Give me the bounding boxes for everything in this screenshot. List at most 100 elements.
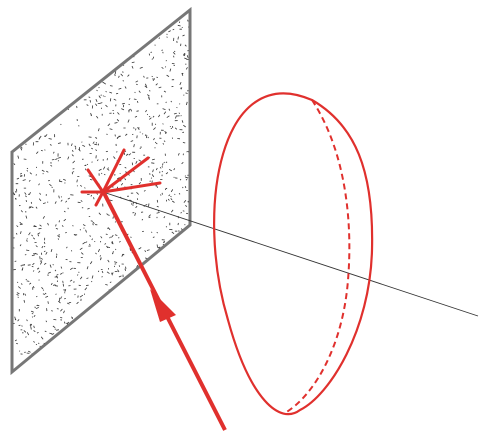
speckle [166, 115, 170, 118]
speckle [149, 18, 153, 21]
speckle [32, 286, 35, 289]
speckle [79, 295, 83, 298]
speckle [85, 241, 88, 243]
speckle [133, 144, 135, 148]
speckle [20, 10, 23, 11]
speckle [136, 310, 140, 313]
speckle [162, 108, 166, 110]
speckle [144, 294, 146, 296]
speckle [116, 119, 120, 122]
speckle [124, 308, 127, 310]
speckle [14, 316, 16, 320]
speckle [33, 40, 35, 42]
speckle [60, 296, 63, 298]
speckle [166, 36, 168, 38]
speckle [37, 232, 41, 235]
speckle [164, 188, 167, 191]
speckle [26, 249, 30, 251]
speckle [63, 210, 66, 213]
speckle [152, 78, 154, 81]
speckle [156, 329, 159, 332]
speckle [23, 330, 27, 333]
speckle [25, 195, 27, 198]
speckle [62, 283, 64, 287]
speckle [31, 234, 33, 237]
speckle [92, 221, 95, 224]
speckle [78, 148, 81, 152]
speckle [159, 167, 162, 169]
speckle [147, 136, 149, 139]
speckle [19, 13, 22, 16]
speckle [62, 83, 65, 86]
speckle [26, 239, 28, 242]
speckle [12, 33, 14, 36]
speckle [89, 261, 93, 265]
speckle [45, 13, 48, 16]
speckle [23, 299, 25, 303]
speckle [110, 335, 113, 338]
speckle [124, 166, 127, 169]
speckle [142, 29, 144, 32]
speckle [135, 160, 138, 164]
speckle [138, 127, 140, 129]
speckle [86, 266, 89, 270]
speckle [35, 245, 38, 248]
speckle [28, 83, 31, 86]
speckle [151, 58, 154, 60]
speckle [9, 31, 11, 33]
speckle [164, 348, 167, 351]
speckle [134, 46, 137, 49]
speckle [167, 334, 171, 337]
speckle [97, 22, 100, 25]
speckle [158, 86, 162, 89]
speckle [26, 363, 28, 366]
speckle [56, 273, 59, 276]
speckle [155, 142, 158, 145]
speckle [128, 348, 131, 350]
speckle [191, 83, 193, 85]
speckle [143, 75, 145, 78]
speckle [158, 288, 161, 292]
speckle [49, 38, 53, 41]
speckle [85, 229, 87, 233]
speckle [52, 325, 56, 329]
speckle [88, 27, 92, 29]
speckle [175, 115, 177, 119]
speckle [105, 150, 109, 153]
speckle [172, 266, 176, 268]
speckle [136, 110, 139, 112]
speckle [185, 67, 188, 70]
speckle [94, 143, 98, 146]
speckle [51, 333, 55, 336]
speckle [169, 68, 172, 72]
speckle [41, 60, 43, 62]
speckle [67, 50, 69, 54]
speckle [107, 227, 109, 230]
speckle [64, 321, 66, 324]
speckle [135, 297, 138, 300]
speckle [26, 238, 28, 240]
speckle [134, 212, 136, 216]
speckle [106, 361, 109, 363]
speckle [96, 115, 99, 119]
speckle [155, 167, 158, 171]
speckle [107, 259, 110, 263]
speckle [183, 240, 186, 243]
speckle [125, 266, 127, 269]
speckle [143, 295, 146, 299]
speckle [173, 168, 176, 171]
speckle [55, 224, 57, 227]
speckle [60, 308, 63, 312]
speckle [43, 246, 46, 248]
speckle [116, 33, 119, 36]
speckle [27, 55, 29, 57]
speckle [129, 199, 132, 201]
speckle [144, 290, 146, 292]
speckle [43, 61, 46, 65]
speckle [178, 274, 182, 277]
speckle [42, 289, 45, 291]
speckle [63, 218, 67, 222]
speckle [61, 225, 64, 227]
speckle [60, 103, 64, 105]
speckle [122, 366, 125, 370]
